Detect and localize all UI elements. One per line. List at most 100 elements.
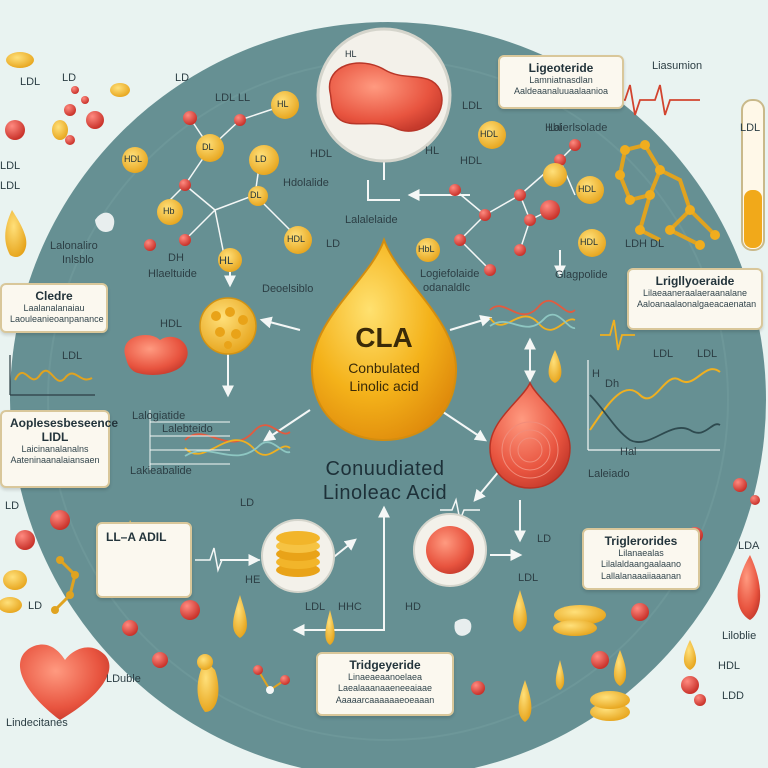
node-label: Hbl xyxy=(545,122,562,134)
caption: Lakieabalide xyxy=(130,465,192,477)
node-label: LD xyxy=(326,238,341,250)
caption: LDD xyxy=(722,690,745,702)
gold-molecule-right-nodes xyxy=(615,140,720,250)
center-title-line1: Conuudiated xyxy=(325,458,445,480)
caption: Lalonaliro xyxy=(50,240,98,252)
box-title: Lrigllyoeraide xyxy=(655,274,735,288)
molecule-nodes-left xyxy=(122,91,312,272)
caption: odanaldlc xyxy=(423,282,471,294)
caption: Liasumion xyxy=(652,60,703,72)
node-label: DL xyxy=(202,142,214,152)
caption: Deoelsiblo xyxy=(262,283,314,295)
node-label: HL xyxy=(219,255,234,267)
caption: LD xyxy=(28,600,43,612)
box-title: Aoplesesbeseence xyxy=(10,416,119,430)
caption: Dh xyxy=(605,378,620,390)
node-label: HDL xyxy=(124,154,143,164)
center-title-line2: Linoleac Acid xyxy=(322,482,448,504)
node-label: LD xyxy=(255,154,267,164)
caption: LD xyxy=(62,72,77,84)
node-label: HbL xyxy=(418,244,435,254)
node-label: HDL xyxy=(480,129,499,139)
caption: LDL xyxy=(0,180,21,192)
caption: LDA xyxy=(738,540,760,552)
red-organ-left xyxy=(124,335,188,375)
caption: HDL xyxy=(718,660,741,672)
node-label: LDL LL xyxy=(215,92,251,104)
molecule-nodes-right xyxy=(416,121,606,276)
caption: LDL xyxy=(697,348,718,360)
caption: LD xyxy=(175,72,190,84)
caption: HHC xyxy=(338,601,362,613)
caption: Lalogiatide xyxy=(132,410,186,422)
box-line: Aaldeaanaluuaalaanioa xyxy=(513,86,609,97)
box-title: Ligeoteride xyxy=(528,61,594,75)
box-line: Aaloanaalaonalgaeacaenatan xyxy=(637,299,757,310)
caption: LDL xyxy=(740,122,761,134)
ecg-line xyxy=(600,84,700,116)
left-line-chart xyxy=(9,355,95,396)
caption: Hal xyxy=(620,446,637,458)
box-line: Aateninaanalaiansaen xyxy=(10,455,100,466)
red-drop xyxy=(489,381,571,489)
node-label: HDL xyxy=(287,234,306,244)
node-label: HDL xyxy=(580,237,599,247)
caption: LD xyxy=(240,497,255,509)
test-tube xyxy=(741,99,765,251)
caption: Laierlsolade xyxy=(548,122,608,134)
caption: Liloblie xyxy=(722,630,757,642)
drop-line2: Linolic acid xyxy=(349,378,419,394)
box-line: Laalanalanaiau xyxy=(23,303,85,313)
caption: LDL xyxy=(62,350,83,362)
caption: HD xyxy=(405,601,421,613)
wave-lines-left xyxy=(149,410,291,470)
info-box-triglerorides: Triglerorides Lilanaealas Lilalaldaangaa… xyxy=(582,528,700,590)
box-line: Laealaaanaaeneeaiaae xyxy=(337,683,433,694)
wave-lines-right xyxy=(489,299,576,331)
box-title: Tridgeyeride xyxy=(349,658,421,672)
cla-drop xyxy=(310,236,458,442)
node-label: HDL xyxy=(578,184,597,194)
right-line-chart xyxy=(587,319,721,451)
caption: DH xyxy=(168,252,184,264)
caption: LD xyxy=(537,533,552,545)
info-box-aoplese: Aoplesesbeseence LIDL Laicinanalanalns A… xyxy=(0,410,119,488)
box-subtitle: LIDL xyxy=(41,430,69,444)
caption: Laleiado xyxy=(588,468,630,480)
red-disc xyxy=(426,526,474,574)
box-line: Lallalanaaaiiaaanan xyxy=(600,570,682,581)
caption: LDL xyxy=(20,76,41,88)
box-line: Lilalaldaangaalaano xyxy=(600,559,682,570)
red-drop-rings xyxy=(501,421,559,479)
info-box-ligeoteride: Ligeoteride Lamniatnasdlan Aaldeaanaluua… xyxy=(498,55,624,109)
caption: Inlsblo xyxy=(62,254,94,266)
node-label: LDH DL xyxy=(625,238,665,250)
coin-stack xyxy=(276,531,320,577)
box-line: Lilanaealas xyxy=(618,548,664,558)
caption: Logiefolaide xyxy=(420,268,480,280)
node-label: HL xyxy=(425,145,440,157)
caption: LDL xyxy=(653,348,674,360)
node-label: HL xyxy=(345,49,357,59)
box-line: Laouleanieoanpanance xyxy=(10,314,104,325)
liver-shape xyxy=(328,62,443,132)
info-box-cledre: Cledre Laalanalanaiau Laouleanieoanpanan… xyxy=(0,283,108,333)
box-line: Laicinanalanalns xyxy=(21,444,89,454)
caption: H xyxy=(592,368,600,380)
heart-bottom-left xyxy=(20,644,110,720)
box-line: Aaaaarcaaaaaaeoeaaan xyxy=(335,694,435,705)
caption: Lindecitanes xyxy=(6,717,68,729)
caption: LD xyxy=(5,500,20,512)
box-line: Linaeaeaanoelaea xyxy=(347,672,423,682)
caption: HE xyxy=(245,574,261,586)
node-label: HDL xyxy=(460,155,483,167)
box-title: LL–A ADIL xyxy=(106,530,167,544)
caption: Hdolalide xyxy=(283,177,329,189)
caption: Hlaeltuide xyxy=(148,268,197,280)
caption: LDL xyxy=(305,601,326,613)
info-box-tridgeyeride: Tridgeyeride Linaeaeaanoelaea Laealaaana… xyxy=(316,652,454,716)
drop-abbrev: CLA xyxy=(355,322,413,353)
node-label: LDL xyxy=(462,100,483,112)
node-label: HDL xyxy=(310,148,333,160)
